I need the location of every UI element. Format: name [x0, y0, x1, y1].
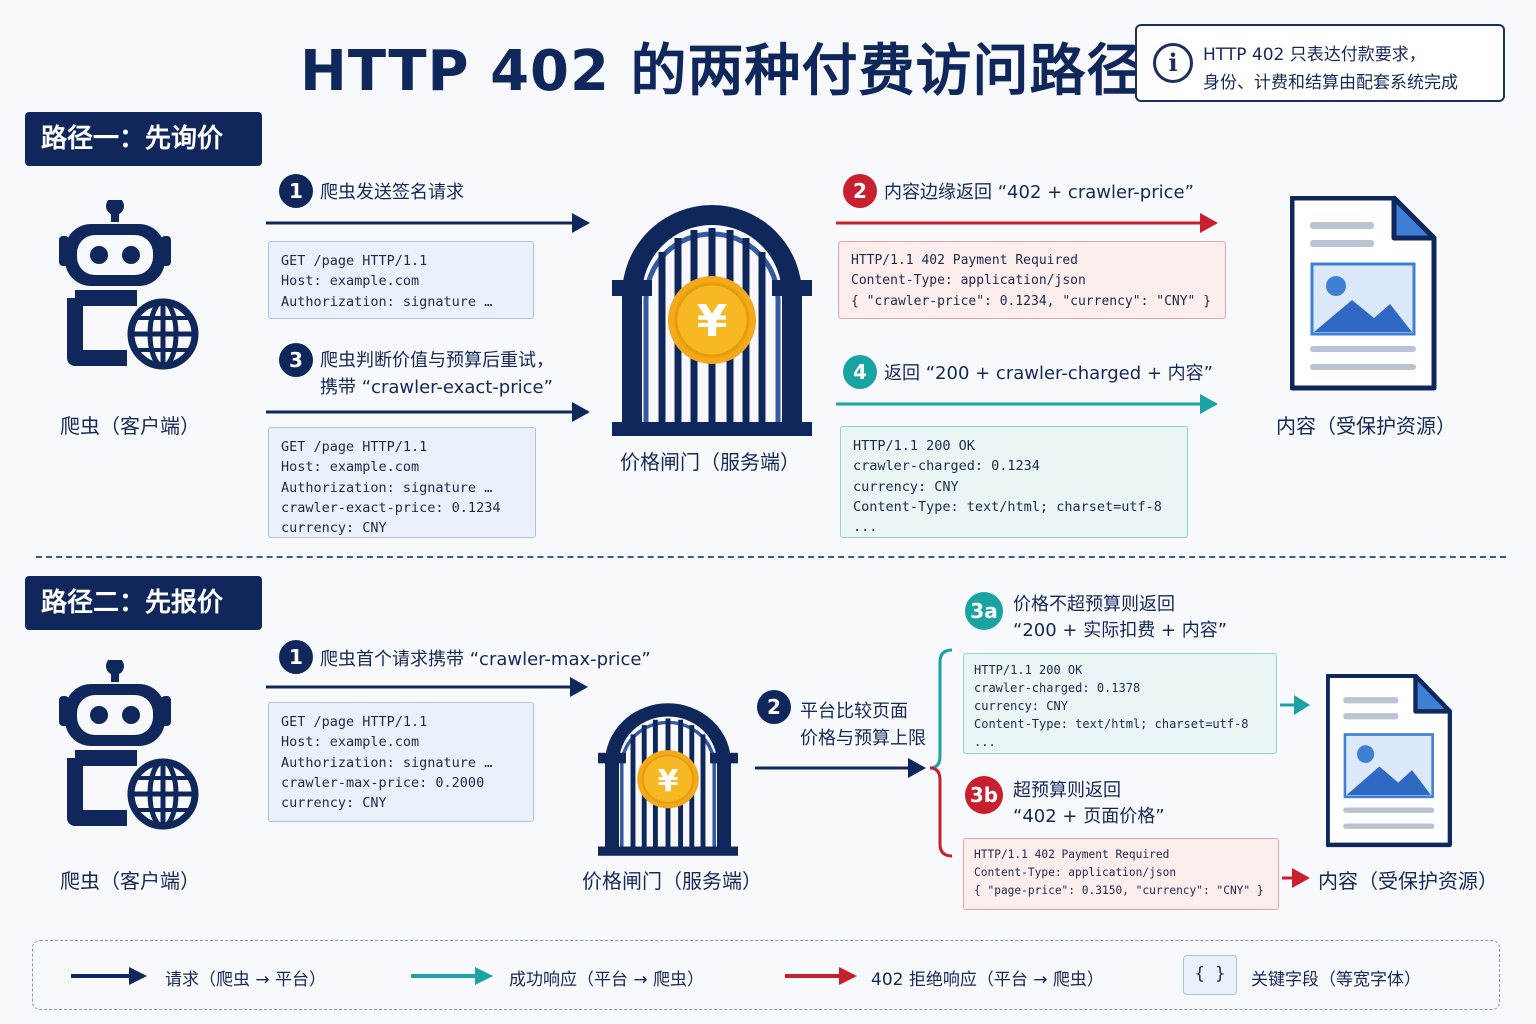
- path1-step3-text-1: 爬虫判断价值与预算后重试，: [320, 350, 554, 371]
- path1-step1-text: 爬虫发送签名请求: [320, 182, 464, 203]
- path1-step4-number: 4: [843, 355, 877, 389]
- path1-step2-code: HTTP/1.1 402 Payment Required Content-Ty…: [838, 241, 1226, 319]
- path2-step3b-text-2: “402 + 页面价格”: [1013, 806, 1165, 827]
- path1-step4-code: HTTP/1.1 200 OK crawler-charged: 0.1234 …: [840, 426, 1188, 538]
- price-gate-icon: ¥: [612, 200, 812, 440]
- path2-step3a-code: HTTP/1.1 200 OK crawler-charged: 0.1378 …: [963, 653, 1277, 754]
- path1-step1-code: GET /page HTTP/1.1 Host: example.com Aut…: [268, 241, 534, 319]
- yen-symbol: ¥: [697, 296, 728, 347]
- price-gate-icon: ¥: [598, 700, 738, 860]
- path1-gate-label: 价格闸门（服务端）: [620, 450, 800, 474]
- legend-request-label: 请求（爬虫 → 平台）: [165, 970, 327, 990]
- path2-header: 路径二：先报价: [25, 576, 262, 630]
- path2-step2-text-2: 价格与预算上限: [800, 728, 926, 749]
- info-icon: i: [1153, 43, 1193, 83]
- legend-reject-arrow: [785, 967, 857, 985]
- path2-step3b-code: HTTP/1.1 402 Payment Required Content-Ty…: [963, 838, 1279, 910]
- path2-content-label: 内容（受保护资源）: [1318, 869, 1498, 893]
- path1-header: 路径一：先询价: [25, 112, 262, 166]
- path1-step3-number: 3: [279, 343, 313, 377]
- info-note: i HTTP 402 只表达付款要求， 身份、计费和结算由配套系统完成: [1135, 24, 1505, 102]
- path2-step1-number: 1: [279, 640, 313, 674]
- brace-success: [929, 648, 953, 770]
- path2-step3b-text-1: 超预算则返回: [1013, 780, 1121, 801]
- legend-request-arrow: [71, 967, 147, 985]
- path1-step1-number: 1: [279, 174, 313, 208]
- note-line-2: 身份、计费和结算由配套系统完成: [1203, 73, 1458, 93]
- path2-step2-text-1: 平台比较页面: [800, 701, 908, 722]
- legend: 请求（爬虫 → 平台） 成功响应（平台 → 爬虫） 402 拒绝响应（平台 → …: [32, 940, 1500, 1010]
- legend-brace-icon: { }: [1183, 955, 1237, 995]
- path2-step3a-number: 3a: [965, 592, 1003, 630]
- path1-step3-code: GET /page HTTP/1.1 Host: example.com Aut…: [268, 427, 536, 538]
- path1-step3-text-2: 携带 “crawler-exact-price”: [320, 377, 553, 398]
- path2-gate-label: 价格闸门（服务端）: [582, 869, 762, 893]
- path1-arrows: [266, 213, 1218, 422]
- page-title: HTTP 402 的两种付费访问路径: [300, 39, 1144, 104]
- brace-reject: [929, 766, 953, 858]
- path2-step2-number: 2: [757, 690, 791, 724]
- path2-step1-text: 爬虫首个请求携带 “crawler-max-price”: [320, 649, 651, 670]
- note-line-1: HTTP 402 只表达付款要求，: [1203, 45, 1426, 65]
- legend-success-arrow: [411, 967, 493, 985]
- path2-step3a-text-1: 价格不超预算则返回: [1013, 594, 1175, 615]
- path2-client-label: 爬虫（客户端）: [60, 869, 200, 893]
- path2-step3a-text-2: “200 + 实际扣费 + 内容”: [1013, 620, 1228, 641]
- legend-keyfield-label: 关键字段（等宽字体）: [1251, 970, 1421, 990]
- path1-content-label: 内容（受保护资源）: [1276, 414, 1456, 438]
- yen-symbol: ¥: [658, 764, 679, 799]
- path1-step2-number: 2: [843, 174, 877, 208]
- path2-step1-code: GET /page HTTP/1.1 Host: example.com Aut…: [268, 702, 534, 822]
- path1-step2-text: 内容边缘返回 “402 + crawler-price”: [884, 182, 1194, 203]
- path1-step4-text: 返回 “200 + crawler-charged + 内容”: [884, 363, 1213, 384]
- legend-reject-label: 402 拒绝响应（平台 → 爬虫）: [871, 970, 1104, 990]
- legend-success-label: 成功响应（平台 → 爬虫）: [509, 970, 705, 990]
- path2-step3b-number: 3b: [965, 776, 1003, 814]
- section-divider: [36, 556, 1506, 558]
- path1-client-label: 爬虫（客户端）: [60, 414, 200, 438]
- path2-arrows: [266, 648, 1310, 888]
